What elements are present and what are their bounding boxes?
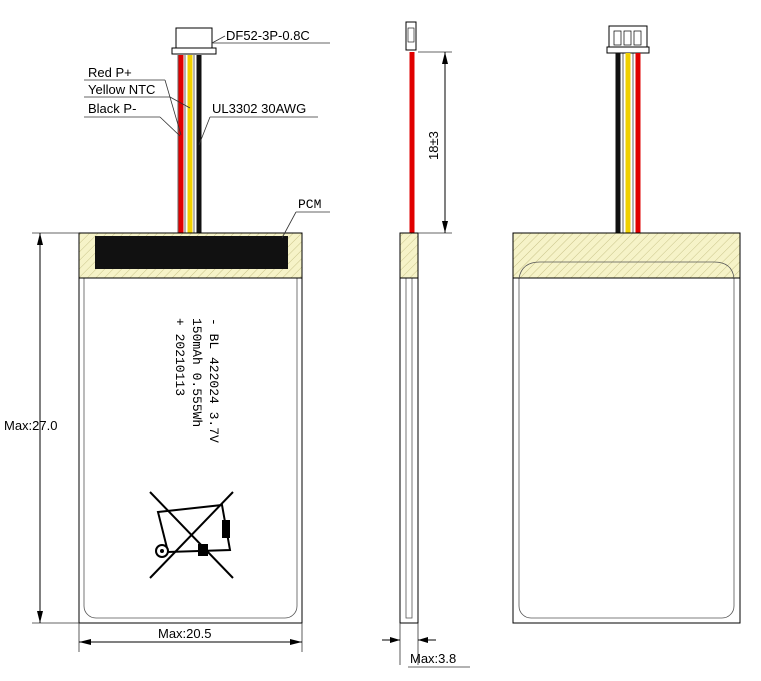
lead-length-label: 18±3	[426, 131, 441, 160]
pcm-board-back	[512, 232, 741, 279]
thickness-label: Max:3.8	[410, 651, 456, 666]
front-view: - BL 422024 3.7V 150mAh 0.555Wh + 202101…	[4, 27, 330, 652]
wires-back	[615, 53, 641, 233]
connector-side	[405, 21, 417, 51]
cell-body-side	[399, 232, 419, 624]
red-wire-callout: Red P+	[88, 65, 132, 80]
side-view: 18±3 Max:3.8	[382, 21, 470, 668]
pcm-callout: PCM	[298, 197, 321, 212]
yellow-wire-callout: Yellow NTC	[88, 82, 155, 97]
crossed-out-bin-icon	[149, 491, 234, 579]
black-wire-callout: Black P-	[88, 101, 136, 116]
cell-body-front	[78, 232, 303, 624]
wire-spec-callout: UL3302 30AWG	[212, 101, 306, 116]
callout-lines	[84, 35, 330, 239]
pcm-chip	[95, 236, 288, 269]
label-line-1: - BL 422024 3.7V	[206, 318, 221, 443]
connector-callout: DF52-3P-0.8C	[226, 28, 310, 43]
width-dimension	[78, 623, 303, 652]
height-label: Max:27.0	[4, 418, 57, 433]
thickness-dimension	[382, 623, 470, 668]
cell-body-back	[512, 232, 741, 624]
connector-front	[171, 27, 217, 55]
wires-front	[177, 55, 202, 233]
connector-back	[606, 25, 650, 54]
back-view	[512, 25, 741, 624]
label-line-3: + 20210113	[172, 318, 187, 396]
lead-length-dimension	[418, 51, 452, 234]
cell-label: - BL 422024 3.7V 150mAh 0.555Wh + 202101…	[172, 318, 221, 443]
height-dimension	[32, 232, 79, 624]
label-line-2: 150mAh 0.555Wh	[189, 318, 204, 427]
pcm-board-side	[399, 232, 419, 279]
width-label: Max:20.5	[158, 626, 211, 641]
